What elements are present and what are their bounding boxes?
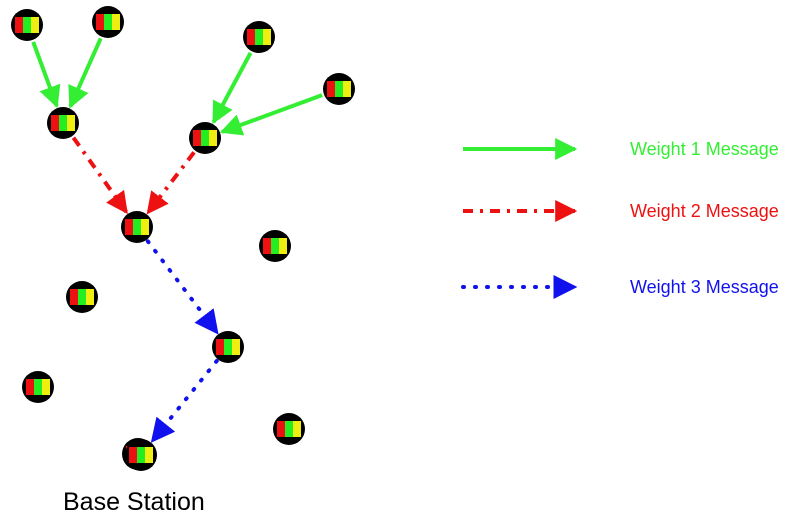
link-n2-to-n3-arrow bbox=[68, 37, 103, 109]
link-n1-to-n3-arrow bbox=[31, 41, 61, 109]
link-n7-to-n10-arrow bbox=[145, 239, 220, 335]
link-n10-to-n14-arrow bbox=[150, 359, 219, 443]
sensor-node-n10 bbox=[212, 331, 244, 363]
sensor-node-n3 bbox=[47, 107, 79, 139]
sensor-node-n2 bbox=[92, 6, 124, 38]
legend-label-weight3: Weight 3 Message bbox=[630, 277, 779, 297]
sensor-node-n7 bbox=[121, 211, 153, 243]
link-n3-to-n7-arrow bbox=[71, 136, 129, 215]
sensor-node-n8 bbox=[259, 230, 291, 262]
sensor-node-n9 bbox=[66, 281, 98, 313]
sensor-node-n5 bbox=[323, 73, 355, 105]
base-station-node bbox=[125, 439, 157, 471]
link-n4-to-n6-arrow bbox=[211, 51, 253, 125]
sensor-node-n1 bbox=[11, 9, 43, 41]
sensor-node-n6 bbox=[189, 122, 221, 154]
link-n5-to-n6-arrow bbox=[219, 93, 323, 136]
sensor-node-n4 bbox=[243, 21, 275, 53]
base-station-label: Base Station bbox=[63, 488, 205, 516]
legend-label-weight1: Weight 1 Message bbox=[630, 139, 779, 159]
legend-label-weight2: Weight 2 Message bbox=[630, 201, 779, 221]
link-n6-to-n7-arrow bbox=[146, 151, 196, 215]
sensor-node-n11 bbox=[22, 371, 54, 403]
sensor-node-n12 bbox=[273, 413, 305, 445]
